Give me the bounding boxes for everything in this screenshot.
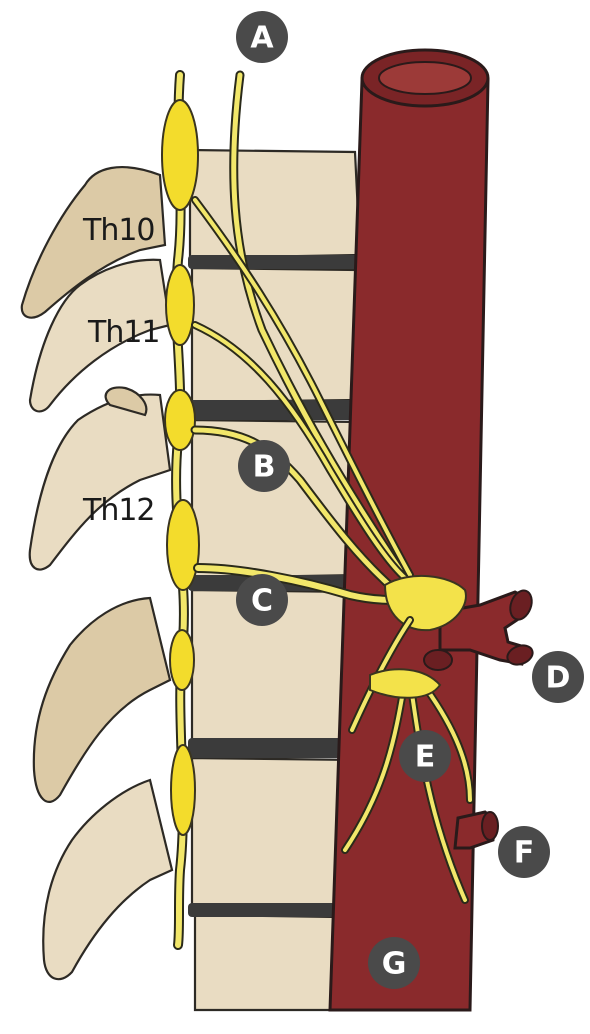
marker-a-letter: A <box>250 21 274 56</box>
marker-f-letter: F <box>514 836 535 871</box>
marker-g-letter: G <box>382 947 407 982</box>
transverse-processes <box>20 166 174 981</box>
intervertebral-discs <box>188 255 364 917</box>
marker-c-letter: C <box>251 584 273 619</box>
marker-b: B <box>238 440 290 492</box>
vertebra-label-th11: Th11 <box>87 315 160 350</box>
marker-d-letter: D <box>546 661 571 696</box>
vertebra-labels: Th10 Th11 Th12 <box>82 213 161 528</box>
vertebra-label-th12: Th12 <box>82 493 155 528</box>
marker-d: D <box>532 651 584 703</box>
marker-e-letter: E <box>415 740 436 775</box>
celiac-plexus <box>341 574 474 904</box>
vertebra-label-th10: Th10 <box>82 213 155 248</box>
marker-g: G <box>368 937 420 989</box>
sympathetic-trunk <box>161 70 200 950</box>
marker-c: C <box>236 574 288 626</box>
marker-a: A <box>236 11 288 63</box>
marker-f: F <box>498 826 550 878</box>
marker-b-letter: B <box>253 450 276 485</box>
marker-e: E <box>399 730 451 782</box>
